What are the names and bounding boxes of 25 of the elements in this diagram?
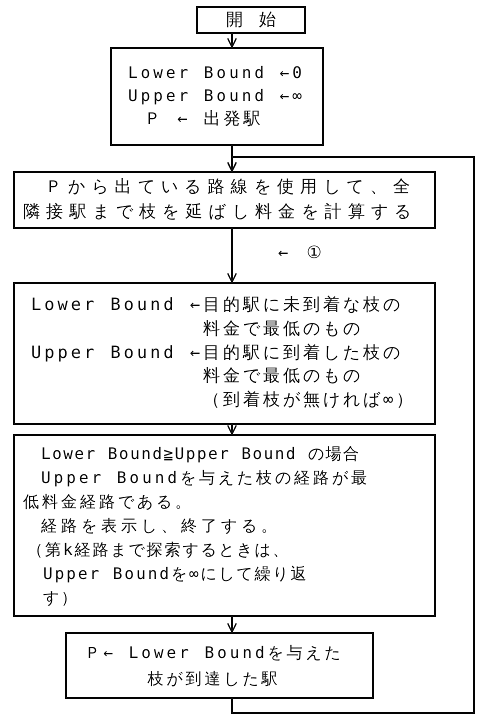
arrow (226, 34, 238, 48)
box-text: Ｐ ← 出発駅 (143, 108, 265, 132)
box-text: Upper Boundを与えた枝の経路が最低料金経路である。 (23, 466, 371, 512)
box-text: 開始 (225, 10, 293, 30)
process-box (65, 632, 374, 699)
box-text: 経路を表示し、終了する。 (40, 514, 282, 536)
box-text: Ｐから出ている路線を使用して、全隣接駅まで枝を延ばし料金を計算する (23, 176, 418, 224)
arrow (226, 617, 238, 633)
step-marker-label: ← ① (278, 242, 326, 263)
box-text: Lower Bound ←目的駅に未到着な枝の料金で最低のもの (30, 294, 404, 341)
box-text: Upper Bound ←∞ (127, 85, 306, 108)
box-text: （第k経路まで探索するときは、Upper Boundを∞にして繰り返す） (26, 538, 310, 608)
process-box (13, 171, 436, 229)
box-text: Lower Bound ←0 (127, 62, 306, 84)
box-text: （到着枝が無ければ∞） (202, 389, 418, 412)
process-box (13, 282, 436, 425)
box-text: Ｐ← Lower Boundを与えた枝が到達した駅 (83, 642, 345, 690)
arrow (226, 156, 475, 714)
process-box (13, 434, 436, 617)
arrow (226, 229, 238, 283)
process-box (110, 47, 324, 146)
arrow (226, 424, 238, 435)
process-box (196, 6, 306, 34)
box-text: Lower Bound≧Upper Bound の場合 (40, 442, 362, 464)
box-text: Upper Bound ←目的駅に到着した枝の料金で最低のもの (30, 342, 404, 388)
